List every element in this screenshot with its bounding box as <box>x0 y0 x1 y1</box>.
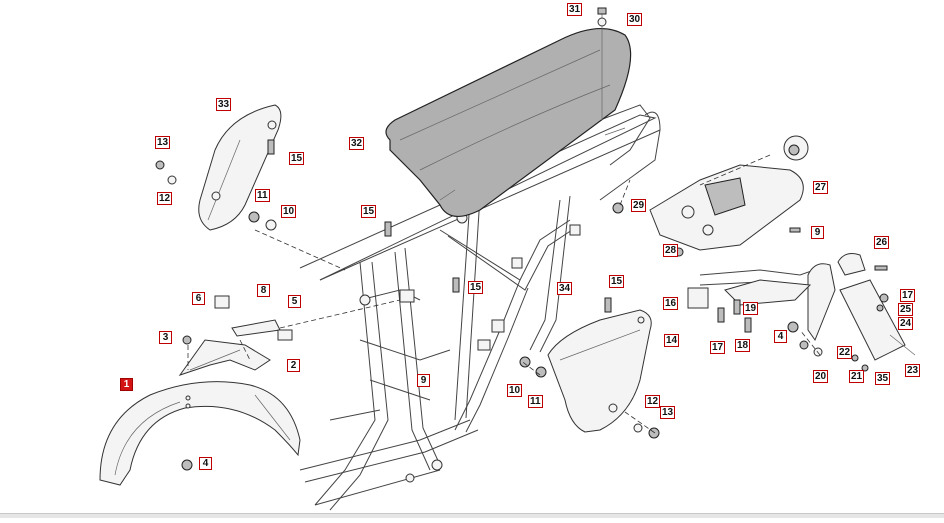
callout-13-bottom[interactable]: 13 <box>660 406 676 419</box>
callout-16[interactable]: 16 <box>663 297 679 310</box>
callout-20[interactable]: 20 <box>813 370 829 383</box>
callout-28[interactable]: 28 <box>663 244 679 257</box>
callout-2[interactable]: 2 <box>287 359 300 372</box>
callout-9-tail[interactable]: 9 <box>811 226 824 239</box>
callout-25[interactable]: 25 <box>898 303 914 316</box>
callout-8[interactable]: 8 <box>257 284 270 297</box>
callout-4-right[interactable]: 4 <box>774 330 787 343</box>
callout-26[interactable]: 26 <box>874 236 890 249</box>
callout-9-frame[interactable]: 9 <box>417 374 430 387</box>
callout-32[interactable]: 32 <box>349 137 365 150</box>
callout-6[interactable]: 6 <box>192 292 205 305</box>
bottom-scroll-edge <box>0 513 944 518</box>
callout-15-frame[interactable]: 15 <box>361 205 377 218</box>
callout-14[interactable]: 14 <box>664 334 680 347</box>
callout-15-right[interactable]: 15 <box>609 275 625 288</box>
callout-33[interactable]: 33 <box>216 98 232 111</box>
callout-21[interactable]: 21 <box>849 370 865 383</box>
callout-19[interactable]: 19 <box>743 302 759 315</box>
callout-17-left[interactable]: 17 <box>710 341 726 354</box>
callout-15-mid[interactable]: 15 <box>468 281 484 294</box>
callout-10-top[interactable]: 10 <box>281 205 297 218</box>
callout-12-bottom[interactable]: 12 <box>645 395 661 408</box>
callout-11-bottom[interactable]: 11 <box>528 395 543 408</box>
explosion-lines <box>187 154 821 434</box>
callout-18[interactable]: 18 <box>735 339 751 352</box>
callout-13-top[interactable]: 13 <box>155 136 171 149</box>
callout-1-highlighted[interactable]: 1 <box>120 378 133 391</box>
callout-10-bottom[interactable]: 10 <box>507 384 523 397</box>
callout-23[interactable]: 23 <box>905 364 921 377</box>
callout-12-top[interactable]: 12 <box>157 192 173 205</box>
callout-11-top[interactable]: 11 <box>255 189 270 202</box>
license-plate-bracket <box>807 253 916 361</box>
right-side-cover <box>547 309 652 433</box>
callout-5[interactable]: 5 <box>288 295 301 308</box>
callout-22[interactable]: 22 <box>837 346 853 359</box>
callout-30[interactable]: 30 <box>627 13 643 26</box>
callout-34[interactable]: 34 <box>557 282 573 295</box>
seat <box>385 27 632 217</box>
tail-light-housing <box>649 135 809 251</box>
callout-4-fender[interactable]: 4 <box>199 457 212 470</box>
callout-27[interactable]: 27 <box>813 181 829 194</box>
callout-35[interactable]: 35 <box>875 372 891 385</box>
callout-17-right[interactable]: 17 <box>900 289 916 302</box>
fender-bracket <box>178 319 293 376</box>
callout-29[interactable]: 29 <box>631 199 647 212</box>
callout-31[interactable]: 31 <box>567 3 583 16</box>
motorcycle-frame <box>299 104 821 511</box>
rear-subframe-brackets <box>687 279 823 357</box>
callout-24[interactable]: 24 <box>898 317 914 330</box>
rear-fender <box>99 381 301 486</box>
callout-15-cover[interactable]: 15 <box>289 152 305 165</box>
left-side-cover <box>198 104 282 231</box>
callout-3[interactable]: 3 <box>159 331 172 344</box>
